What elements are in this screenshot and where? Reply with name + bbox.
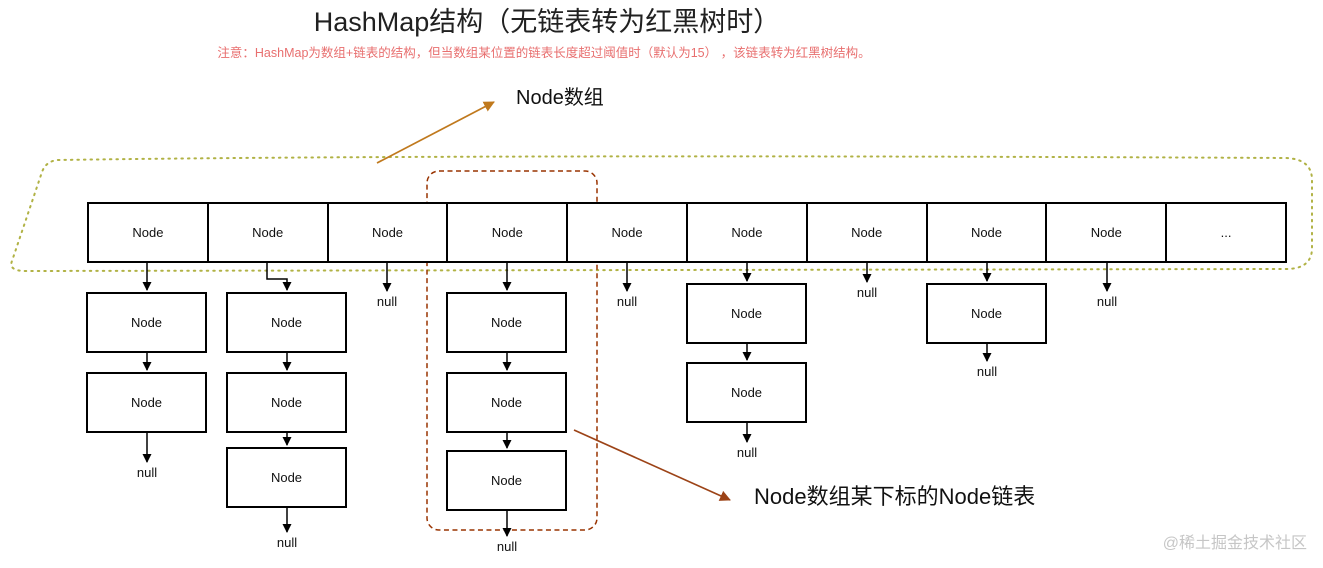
node-box: Node: [686, 283, 807, 344]
node-box: Node: [446, 450, 567, 511]
bucket-annotation-label: Node数组某下标的Node链表: [754, 484, 1036, 509]
array-annotation-arrow: [376, 101, 495, 164]
array-to-bucket-arrows: [142, 262, 1112, 292]
node-box: Node: [686, 362, 807, 423]
null-label: null: [976, 364, 998, 379]
null-label: null: [276, 535, 298, 550]
node-box: Node: [86, 292, 207, 353]
array-cell-0: Node: [132, 225, 164, 240]
page-title: HashMap结构（无链表转为红黑树时）: [313, 7, 781, 37]
node-box: Node: [446, 372, 567, 433]
null-label: null: [736, 445, 758, 460]
node-box: Node: [86, 372, 207, 433]
watermark: @稀土掘金技术社区: [1162, 535, 1307, 552]
node-box: Node: [446, 292, 567, 353]
chain-arrows: [142, 342, 992, 537]
null-label: null: [376, 294, 398, 309]
null-label: null: [616, 294, 638, 309]
null-label: null: [1096, 294, 1118, 309]
array-cell-ellipsis: ...: [1165, 204, 1285, 261]
null-label: null: [496, 539, 518, 554]
array-cell-6: Node: [805, 204, 926, 261]
note-text: 注意：HashMap为数组+链表的结构，但当数组某位置的链表长度超过阈值时（默认…: [217, 46, 871, 60]
node-box: Node: [226, 447, 347, 508]
flow-arrow: [266, 262, 292, 291]
array-dotted-outline: [10, 155, 1313, 273]
array-cell-1: Node: [206, 204, 327, 261]
bucket-highlight-outline: [426, 170, 598, 531]
null-label: null: [856, 285, 878, 300]
node-box: Node: [226, 292, 347, 353]
array-cell-7: Node: [925, 204, 1046, 261]
array-cell-5: Node: [685, 204, 806, 261]
node-array: Node Node Node Node Node Node Node Node …: [87, 202, 1287, 263]
node-box: Node: [226, 372, 347, 433]
array-cell-4: Node: [566, 204, 686, 261]
array-cell-3: Node: [446, 204, 566, 261]
array-cell-8: Node: [1045, 204, 1165, 261]
null-label: null: [136, 465, 158, 480]
node-box: Node: [926, 283, 1047, 344]
array-annotation-label: Node数组: [516, 87, 604, 109]
array-cell-2: Node: [326, 204, 447, 261]
bucket-annotation-arrow: [573, 429, 731, 501]
